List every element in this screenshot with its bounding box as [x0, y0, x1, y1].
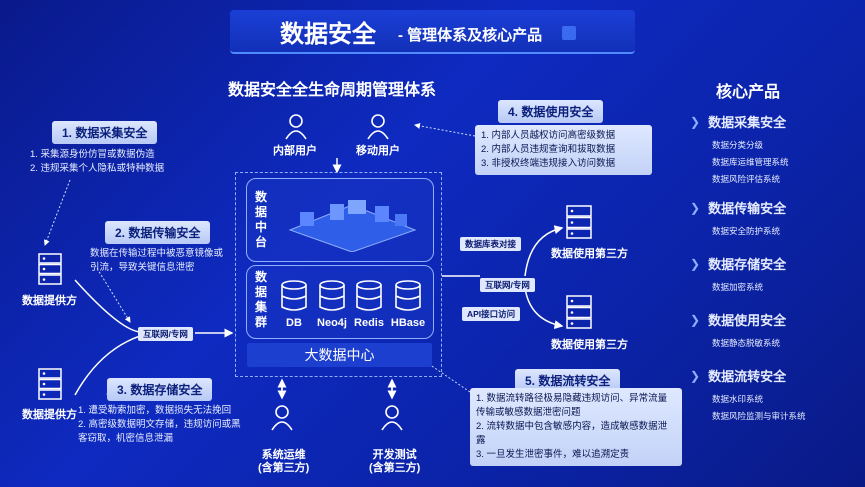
product-item: 数据水印系统 — [712, 394, 764, 404]
stage1-notes: 1. 采集源身份仿冒或数据伪造 2. 违规采集个人隐私或特种数据 — [30, 148, 220, 176]
server-icon — [38, 368, 62, 405]
stage5-item: 3. 一旦发生泄密事件，难以追溯定责 — [476, 449, 630, 460]
lifecycle-title: 数据安全全生命周期管理体系 — [228, 82, 437, 99]
third-party-label: 数据使用第三方 — [551, 248, 628, 260]
database-icon — [394, 280, 422, 317]
product-group-title: 数据流转安全 — [708, 369, 787, 384]
stage2-title: 2. 数据传输安全 — [105, 221, 211, 244]
third-party-label: 数据使用第三方 — [551, 339, 628, 351]
data-cluster-panel — [246, 265, 434, 339]
api-tag: API接口访问 — [462, 307, 521, 321]
dev-user-icon — [381, 405, 403, 436]
db-label: Redis — [354, 317, 384, 329]
stage1-item: 1. 采集源身份仿冒或数据伪造 — [30, 149, 155, 160]
ops-label-line: (含第三方) — [258, 462, 310, 474]
product-item: 数据安全防护系统 — [712, 226, 781, 236]
product-item: 数据静态脱敏系统 — [712, 338, 781, 348]
page-title: 数据安全 — [280, 21, 376, 48]
database-icon — [355, 280, 383, 317]
data-provider-label: 数据提供方 — [22, 409, 77, 421]
title-decoration-icon — [562, 26, 576, 40]
db-label: DB — [286, 317, 302, 329]
stage4-item: 1. 内部人员越权访问高密级数据 — [481, 130, 616, 141]
database-icon — [318, 280, 346, 317]
stage5-item: 1. 数据流转路径极易隐藏违规访问、异常流量传输或敏感数据泄密问题 — [476, 393, 668, 418]
ops-label-line: 系统运维 — [261, 449, 306, 461]
user-icon — [367, 114, 389, 140]
network-tag: 互联网/专网 — [480, 278, 535, 292]
stage3-notes: 1. 遭受勒索加密，数据损失无法挽回 2. 高密级数据明文存储，违规访问或黑客窃… — [78, 404, 243, 446]
product-group-title: 数据使用安全 — [708, 313, 787, 328]
stage4-item: 2. 内部人员违规查询和拔取数据 — [481, 144, 616, 155]
stage5-item: 2. 流转数据中包含敏感内容，造成敏感数据泄露 — [476, 421, 668, 446]
dev-label: 开发测试 (含第三方) — [369, 449, 420, 475]
page-subtitle: - 管理体系及核心产品 — [398, 27, 543, 44]
bigdata-center-label: 大数据中心 — [247, 343, 432, 367]
stage3-title: 3. 数据存储安全 — [107, 378, 213, 401]
stage5-title: 5. 数据流转安全 — [515, 369, 621, 392]
stage4-item: 3. 非授权终端违规接入访问数据 — [481, 158, 616, 169]
product-item: 数据风险评估系统 — [712, 174, 781, 184]
chevron-right-icon: ❯ — [690, 256, 701, 271]
stage3-item: 1. 遭受勒索加密，数据损失无法挽回 — [78, 405, 232, 416]
stage4-title: 4. 数据使用安全 — [498, 100, 604, 123]
server-icon — [566, 295, 592, 334]
chevron-right-icon: ❯ — [690, 368, 701, 383]
product-group-title: 数据传输安全 — [708, 201, 787, 216]
data-cluster-label: 数据集群 — [254, 270, 267, 329]
dev-label-line: (含第三方) — [369, 462, 421, 474]
center-frame — [235, 172, 442, 377]
data-provider-label: 数据提供方 — [22, 295, 77, 307]
db-label: Neo4j — [317, 317, 347, 329]
chevron-right-icon: ❯ — [690, 312, 701, 327]
core-products-title: 核心产品 — [716, 84, 781, 101]
db-link-tag: 数据库表对接 — [460, 237, 522, 251]
chevron-right-icon: ❯ — [690, 114, 701, 129]
chevron-right-icon: ❯ — [690, 200, 701, 215]
product-group-title: 数据采集安全 — [708, 115, 787, 130]
product-item: 数据风险监测与审计系统 — [712, 411, 806, 421]
stage2-note: 数据在传输过程中被恶意镜像或引流，导致关键信息泄密 — [90, 248, 224, 273]
core-products-list: ❯ 数据采集安全 数据分类分级 数据库运维管理系统 数据风险评估系统 ❯ 数据传… — [690, 112, 860, 425]
mobile-user-label: 移动用户 — [356, 145, 400, 157]
product-item: 数据分类分级 — [712, 140, 764, 150]
stage1-item: 2. 违规采集个人隐私或特种数据 — [30, 163, 165, 174]
stage3-item: 2. 高密级数据明文存储，违规访问或黑客窃取，机密信息泄漏 — [78, 419, 241, 444]
user-icon — [285, 114, 307, 140]
database-icon — [280, 280, 308, 317]
server-icon — [566, 205, 592, 244]
server-icon — [38, 253, 62, 290]
stage4-box: 1. 内部人员越权访问高密级数据 2. 内部人员违规查询和拔取数据 3. 非授权… — [475, 125, 652, 175]
stage1-title: 1. 数据采集安全 — [52, 121, 158, 144]
ops-label: 系统运维 (含第三方) — [258, 449, 309, 475]
internal-user-label: 内部用户 — [273, 145, 317, 157]
stage5-box: 1. 数据流转路径极易隐藏违规访问、异常流量传输或敏感数据泄密问题 2. 流转数… — [470, 388, 682, 466]
product-item: 数据加密系统 — [712, 282, 764, 292]
product-group-title: 数据存储安全 — [708, 257, 787, 272]
product-item: 数据库运维管理系统 — [712, 157, 789, 167]
network-tag: 互联网/专网 — [138, 327, 193, 341]
dev-label-line: 开发测试 — [372, 449, 417, 461]
platform-illustration — [280, 190, 425, 253]
data-platform-label: 数据中台 — [254, 190, 267, 249]
ops-user-icon — [271, 405, 293, 436]
db-label: HBase — [390, 317, 426, 329]
